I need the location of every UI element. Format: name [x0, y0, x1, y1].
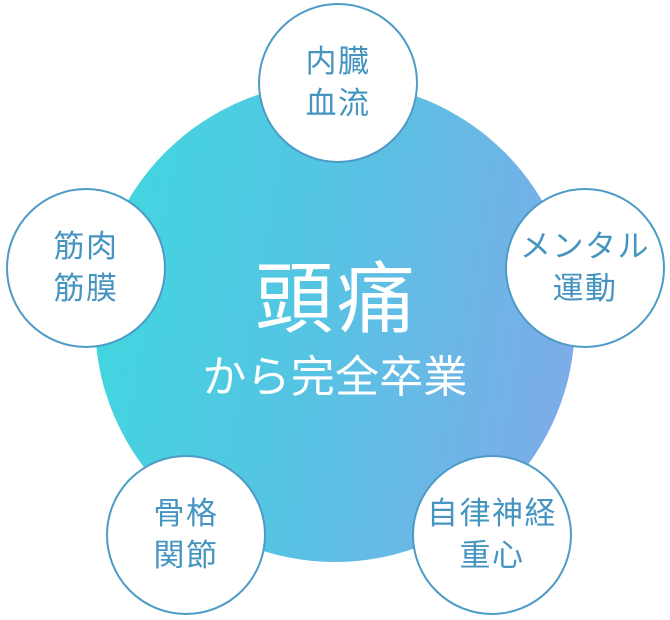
satellite-label-line: 骨格 [153, 496, 219, 532]
satellite-label-line: 筋肉 [53, 229, 119, 265]
satellite-label-line: 重心 [459, 538, 525, 573]
satellite-label-line: 筋膜 [53, 271, 119, 306]
satellite-circle-muscle-fascia: 筋肉 筋膜 [6, 188, 166, 348]
satellite-label-line: 自律神経 [426, 496, 558, 532]
center-title: 頭痛 [255, 255, 419, 343]
satellite-circle-skeleton-joints: 骨格 関節 [106, 455, 266, 615]
satellite-circle-mental-exercise: メンタル 運動 [505, 188, 665, 348]
satellite-label-line: 血流 [305, 86, 371, 121]
center-subtitle: から完全卒業 [202, 352, 468, 402]
satellite-label-line: 関節 [153, 538, 219, 573]
satellite-label-line: 内臓 [305, 44, 371, 80]
satellite-circle-autonomic-gravity: 自律神経 重心 [412, 455, 572, 615]
satellite-circle-organs-bloodflow: 内臓 血流 [258, 3, 418, 163]
satellite-label-line: 運動 [552, 271, 618, 306]
center-text-block: 頭痛 から完全卒業 [202, 260, 468, 402]
satellite-label-line: メンタル [519, 229, 651, 265]
